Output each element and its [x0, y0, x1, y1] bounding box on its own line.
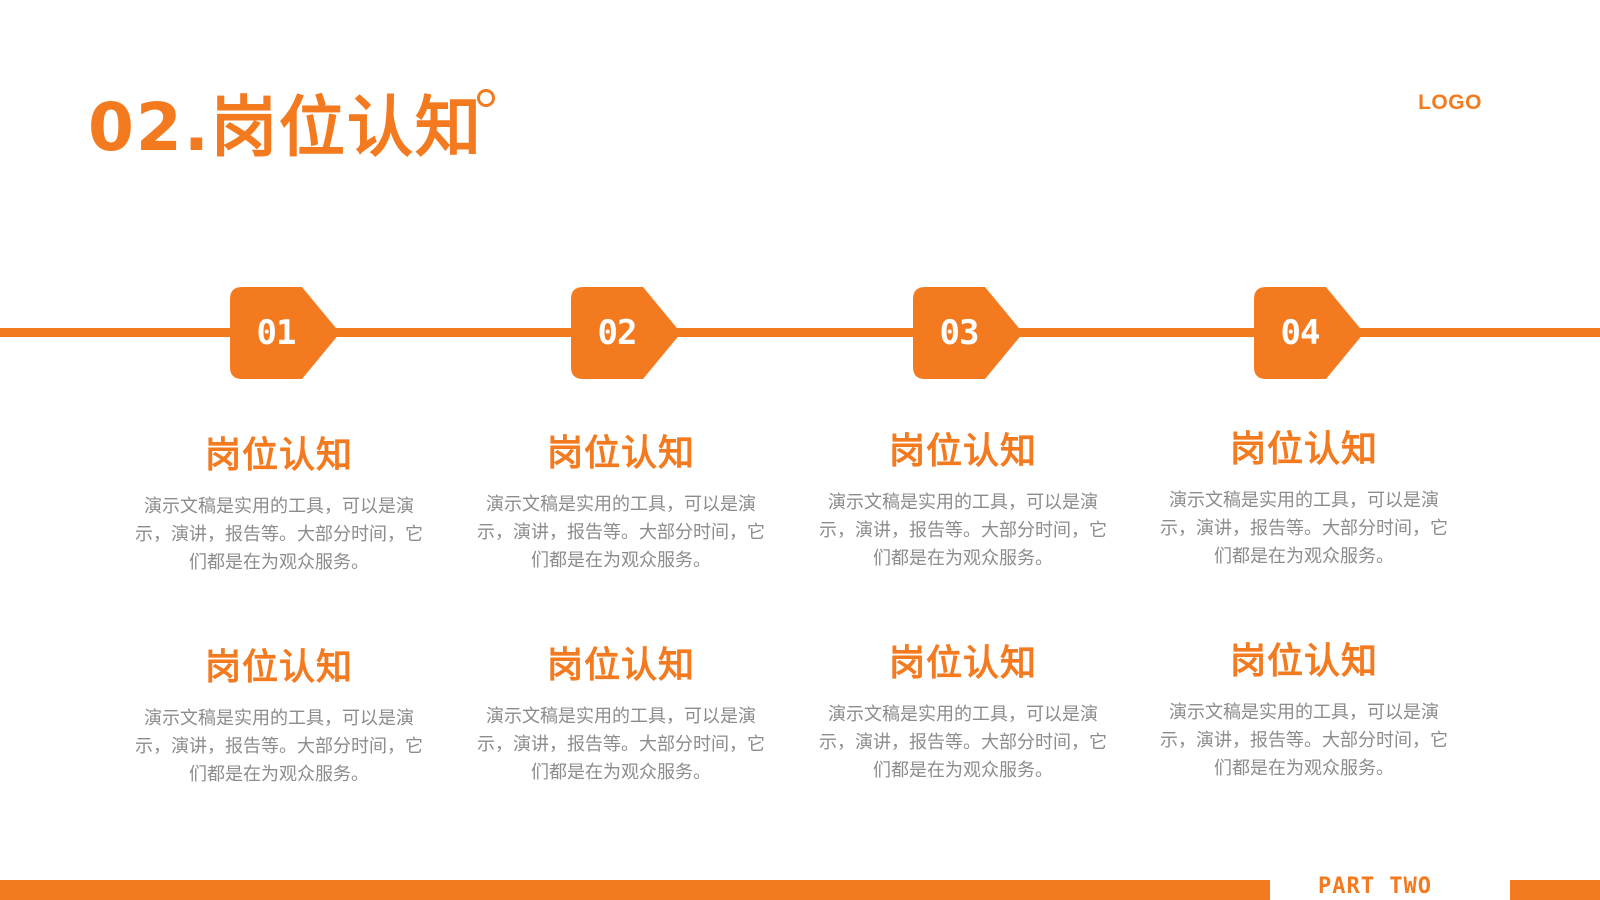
page-title: 02.岗位认知 — [88, 89, 483, 166]
step-badge-02: 02 — [571, 287, 683, 379]
card-body: 演示文稿是实用的工具，可以是演示，演讲，报告等。大部分时间，它们都是在为观众服务… — [477, 494, 765, 571]
card-title: 岗位认知 — [546, 645, 695, 686]
card-row1-3: 岗位认知 演示文稿是实用的工具，可以是演示，演讲，报告等。大部分时间，它们都是在… — [808, 429, 1118, 573]
arrow-tag-icon — [913, 287, 1023, 379]
footer-bar-left — [0, 880, 1270, 900]
card-row2-4: 岗位认知 演示文稿是实用的工具，可以是演示，演讲，报告等。大部分时间，它们都是在… — [1149, 639, 1459, 783]
step-badge-01: 01 — [230, 287, 342, 379]
card-title: 岗位认知 — [888, 431, 1037, 472]
card-title: 岗位认知 — [1229, 641, 1378, 682]
card-body: 演示文稿是实用的工具，可以是演示，演讲，报告等。大部分时间，它们都是在为观众服务… — [1160, 490, 1448, 567]
logo: LOGO — [1418, 91, 1482, 114]
card-row1-2: 岗位认知 演示文稿是实用的工具，可以是演示，演讲，报告等。大部分时间，它们都是在… — [466, 431, 776, 575]
step-number: 01 — [256, 313, 297, 353]
arrow-tag-icon — [1254, 287, 1364, 379]
step-number: 04 — [1280, 313, 1321, 353]
card-body: 演示文稿是实用的工具，可以是演示，演讲，报告等。大部分时间，它们都是在为观众服务… — [1160, 702, 1448, 779]
card-row2-1: 岗位认知 演示文稿是实用的工具，可以是演示，演讲，报告等。大部分时间，它们都是在… — [124, 645, 434, 789]
arrow-tag-icon — [230, 287, 340, 379]
card-body: 演示文稿是实用的工具，可以是演示，演讲，报告等。大部分时间，它们都是在为观众服务… — [819, 492, 1107, 569]
card-row2-3: 岗位认知 演示文稿是实用的工具，可以是演示，演讲，报告等。大部分时间，它们都是在… — [808, 641, 1118, 785]
ring-decoration-icon — [477, 89, 495, 107]
timeline-line — [0, 328, 1600, 337]
step-badge-03: 03 — [913, 287, 1025, 379]
card-title: 岗位认知 — [204, 435, 353, 476]
card-body: 演示文稿是实用的工具，可以是演示，演讲，报告等。大部分时间，它们都是在为观众服务… — [135, 496, 423, 573]
card-title: 岗位认知 — [546, 433, 695, 474]
card-body: 演示文稿是实用的工具，可以是演示，演讲，报告等。大部分时间，它们都是在为观众服务… — [819, 704, 1107, 781]
step-badge-04: 04 — [1254, 287, 1366, 379]
step-number: 03 — [939, 313, 980, 353]
card-body: 演示文稿是实用的工具，可以是演示，演讲，报告等。大部分时间，它们都是在为观众服务… — [477, 706, 765, 783]
card-body: 演示文稿是实用的工具，可以是演示，演讲，报告等。大部分时间，它们都是在为观众服务… — [135, 708, 423, 785]
card-title: 岗位认知 — [1229, 429, 1378, 470]
card-title: 岗位认知 — [888, 643, 1037, 684]
footer-bar-right — [1510, 880, 1600, 900]
card-row2-2: 岗位认知 演示文稿是实用的工具，可以是演示，演讲，报告等。大部分时间，它们都是在… — [466, 643, 776, 787]
part-label: PART TWO — [1318, 874, 1432, 899]
card-title: 岗位认知 — [204, 647, 353, 688]
arrow-tag-icon — [571, 287, 681, 379]
step-number: 02 — [597, 313, 638, 353]
card-row1-1: 岗位认知 演示文稿是实用的工具，可以是演示，演讲，报告等。大部分时间，它们都是在… — [124, 433, 434, 577]
card-row1-4: 岗位认知 演示文稿是实用的工具，可以是演示，演讲，报告等。大部分时间，它们都是在… — [1149, 427, 1459, 571]
